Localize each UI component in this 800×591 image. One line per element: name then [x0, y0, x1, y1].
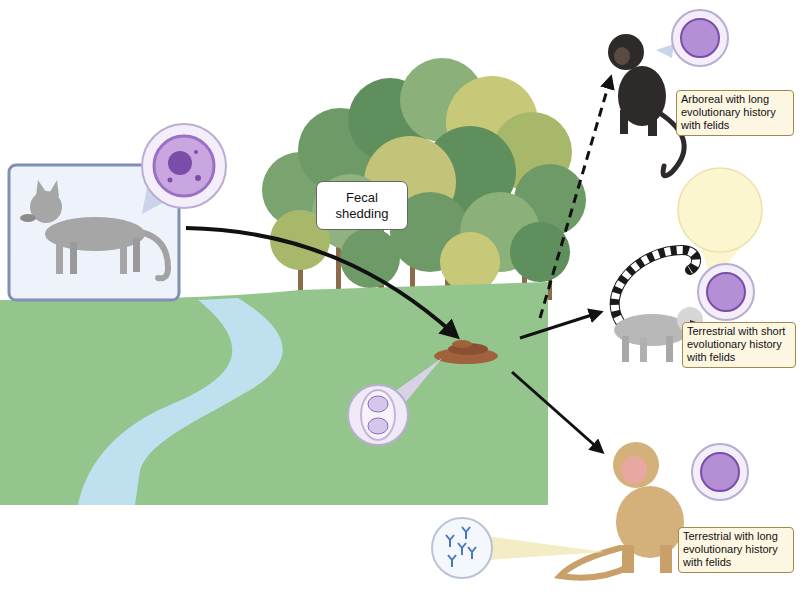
- cat-leg: [56, 240, 63, 274]
- river: [78, 298, 283, 505]
- oocyst-granule: [195, 175, 201, 181]
- macaque-head: [613, 442, 659, 488]
- antibody-callout: [432, 518, 492, 578]
- cat-ears: [36, 180, 59, 197]
- node-text: Fecal shedding: [321, 190, 403, 221]
- marmoset-leg: [648, 114, 657, 136]
- tissue-cyst: [707, 273, 745, 311]
- dashed-arrow: [540, 80, 610, 318]
- sporulated-oocyst: [361, 390, 395, 440]
- macaque-leg: [660, 545, 672, 573]
- grass-field: [0, 282, 548, 505]
- node-text: Terrestrial with short evolutionary hist…: [687, 325, 791, 365]
- oocyst-granule: [194, 150, 198, 154]
- mouse-prey: [20, 214, 36, 222]
- sporocyst: [368, 418, 388, 434]
- tree-canopy: [340, 228, 400, 288]
- lemur-leg: [640, 338, 647, 362]
- sporocyst: [368, 396, 388, 412]
- cat-leg: [133, 238, 140, 272]
- node-text: Terrestrial with long evolutionary histo…: [683, 530, 789, 570]
- oocyst-granule: [168, 178, 173, 183]
- shedding-arrow: [186, 228, 454, 334]
- cyst-callout: [672, 10, 728, 66]
- tissue-cyst: [681, 19, 719, 57]
- cat-leg: [120, 240, 127, 274]
- label-box: Fecal shedding: [316, 181, 408, 230]
- cat-tail: [140, 232, 168, 278]
- cat-leg: [70, 242, 77, 274]
- lemur-leg: [666, 336, 673, 362]
- trait-box: Terrestrial with long evolutionary histo…: [678, 527, 794, 573]
- feces-pile: [452, 340, 472, 348]
- trait-box: Terrestrial with short evolutionary hist…: [682, 322, 796, 368]
- marmoset-head: [608, 34, 644, 70]
- marmoset-face: [614, 47, 630, 65]
- cyst-callout: [692, 444, 748, 500]
- tree-canopy: [440, 232, 500, 292]
- callout-pointer: [656, 44, 674, 58]
- oocyst-nucleus: [168, 151, 192, 175]
- trait-box: Arboreal with long evolutionary history …: [676, 90, 794, 136]
- sporulated-callout: [348, 385, 408, 445]
- callout-pointer: [486, 536, 604, 560]
- oocyst: [154, 136, 214, 196]
- macaque-face: [621, 456, 647, 484]
- lemur-leg: [622, 336, 629, 362]
- marmoset-leg: [620, 110, 628, 134]
- macaque-leg: [622, 545, 634, 573]
- node-text: Arboreal with long evolutionary history …: [681, 93, 789, 133]
- transmission-arrow: [520, 313, 598, 338]
- tissue-cyst: [701, 453, 739, 491]
- tree-canopy: [510, 222, 570, 282]
- cyst-callout: [698, 264, 754, 320]
- empty-callout: [678, 168, 762, 252]
- oocyst-callout: [142, 124, 226, 208]
- transmission-arrow: [512, 372, 600, 450]
- antibodies: [446, 527, 476, 567]
